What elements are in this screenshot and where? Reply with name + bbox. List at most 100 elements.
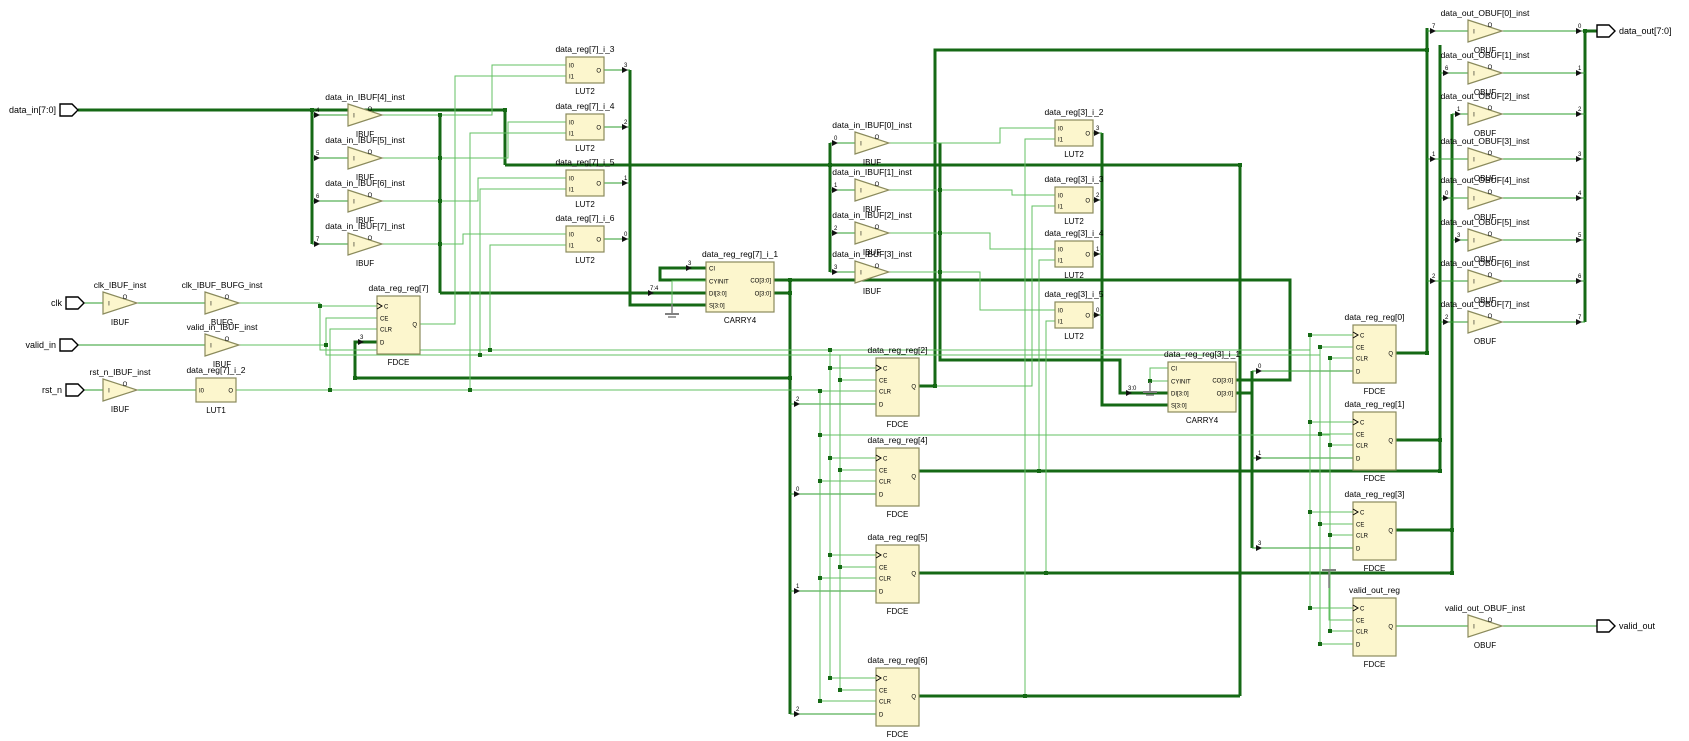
obuf-body[interactable] (1467, 19, 1504, 43)
lut2-body[interactable] (565, 169, 605, 197)
ibuf-body[interactable] (854, 260, 891, 284)
ibuf-body[interactable] (347, 232, 384, 256)
obuf-body[interactable] (1467, 269, 1504, 293)
net-wire[interactable] (489, 244, 566, 350)
fdce-body[interactable] (1352, 597, 1397, 657)
obuf-body[interactable] (1467, 614, 1504, 638)
tap-label: 6 (1445, 66, 1449, 72)
ground-symbol[interactable] (665, 304, 679, 318)
bus-wire[interactable] (933, 48, 1427, 386)
pin-label: I (860, 232, 862, 238)
ground-symbol[interactable] (1143, 382, 1157, 396)
ibuf-body[interactable] (347, 146, 384, 170)
output-port-icon[interactable] (1596, 24, 1616, 38)
input-port-icon[interactable] (59, 103, 79, 117)
net-wire[interactable] (382, 64, 566, 116)
net-wire[interactable] (382, 233, 566, 245)
bus-wire[interactable] (938, 143, 1168, 395)
net-wire[interactable] (382, 121, 566, 159)
net-wire[interactable] (420, 75, 566, 325)
output-port-icon[interactable] (1596, 619, 1616, 633)
fdce-body[interactable] (875, 544, 920, 604)
bus-tap: 6 (1443, 66, 1449, 76)
ibuf-body[interactable] (347, 189, 384, 213)
obuf-body[interactable] (1467, 147, 1504, 171)
pin-label: O (123, 295, 128, 301)
fdce-body[interactable] (875, 667, 920, 727)
lut1-body[interactable] (195, 377, 237, 403)
lut2-body[interactable] (1054, 240, 1094, 268)
inst-label: data_in_IBUF[0]_inst (832, 120, 912, 130)
ibuf-body[interactable] (347, 103, 384, 127)
net-wire[interactable] (889, 127, 1055, 144)
net-wire[interactable] (469, 132, 566, 390)
pin-label: O (123, 382, 128, 388)
ibuf-body[interactable] (854, 131, 891, 155)
type-label: FDCE (887, 510, 909, 519)
bus-tap-arrow-icon (1576, 319, 1582, 325)
net-wire[interactable] (1038, 259, 1055, 471)
obuf-body[interactable] (1467, 228, 1504, 252)
fdce-body[interactable] (875, 357, 920, 417)
ibuf-body[interactable] (102, 378, 139, 402)
net-wire[interactable] (325, 345, 840, 356)
bus-wire[interactable] (1100, 133, 1168, 407)
tap-label: 1 (1578, 66, 1582, 72)
lut2-body[interactable] (565, 56, 605, 84)
carry4-body[interactable] (705, 261, 775, 313)
obuf-body[interactable] (1467, 61, 1504, 85)
obuf-body[interactable] (1467, 102, 1504, 126)
bus-wire[interactable] (628, 70, 706, 307)
tap-label: 3 (1258, 541, 1262, 547)
net-wire[interactable] (1149, 367, 1168, 386)
pin-label: I (860, 271, 862, 277)
lut2-body[interactable] (1054, 186, 1094, 214)
inst-label: data_reg_reg[4] (867, 435, 927, 445)
pin-label: C (883, 367, 888, 373)
net-wire[interactable] (329, 328, 377, 390)
net-wire[interactable] (671, 280, 706, 306)
obuf-body[interactable] (1467, 310, 1504, 334)
net-wire[interactable] (1328, 588, 1353, 621)
input-port-icon[interactable] (59, 338, 79, 352)
net-wire[interactable] (479, 188, 566, 355)
net-wire[interactable] (889, 189, 1055, 196)
bus-wire[interactable] (658, 266, 1292, 382)
input-port-icon[interactable] (65, 296, 85, 310)
pin-label: CO[3:0] (750, 279, 771, 285)
ibuf-body[interactable] (204, 333, 241, 357)
power-tie-symbol[interactable] (1322, 569, 1336, 588)
fdce-body[interactable] (875, 447, 920, 507)
net-wire[interactable] (1045, 320, 1055, 573)
bus-tap-arrow-icon (1430, 278, 1436, 284)
ibuf-body[interactable] (102, 291, 139, 315)
pin-label: I (1473, 321, 1475, 327)
net-wire[interactable] (1024, 138, 1055, 696)
type-label: IBUF (863, 248, 881, 257)
lut2-body[interactable] (1054, 301, 1094, 329)
bus-tap-arrow-icon (686, 265, 692, 271)
fdce-body[interactable] (1352, 324, 1397, 384)
lut2-body[interactable] (565, 225, 605, 253)
bufg-body[interactable] (204, 291, 241, 315)
fdce-body[interactable] (1352, 501, 1397, 561)
carry4-body[interactable] (1167, 361, 1237, 413)
fdce-body[interactable] (1352, 411, 1397, 471)
ibuf-body[interactable] (854, 178, 891, 202)
pin-label: O (875, 182, 880, 188)
net-wire[interactable] (382, 177, 566, 202)
fdce-body[interactable] (376, 295, 421, 355)
bus-tap-arrow-icon (1455, 237, 1461, 243)
net-wire[interactable] (325, 317, 377, 345)
net-wire[interactable] (935, 205, 1055, 387)
net-wire[interactable] (889, 271, 1055, 311)
lut2-body[interactable] (565, 113, 605, 141)
ibuf-body[interactable] (854, 221, 891, 245)
bus-tap-arrow-icon (1576, 111, 1582, 117)
input-port-icon[interactable] (65, 383, 85, 397)
net-wire[interactable] (319, 303, 830, 351)
bus-wire[interactable] (353, 340, 790, 380)
lut2-body[interactable] (1054, 119, 1094, 147)
net-wire[interactable] (889, 232, 1055, 250)
obuf-body[interactable] (1467, 186, 1504, 210)
